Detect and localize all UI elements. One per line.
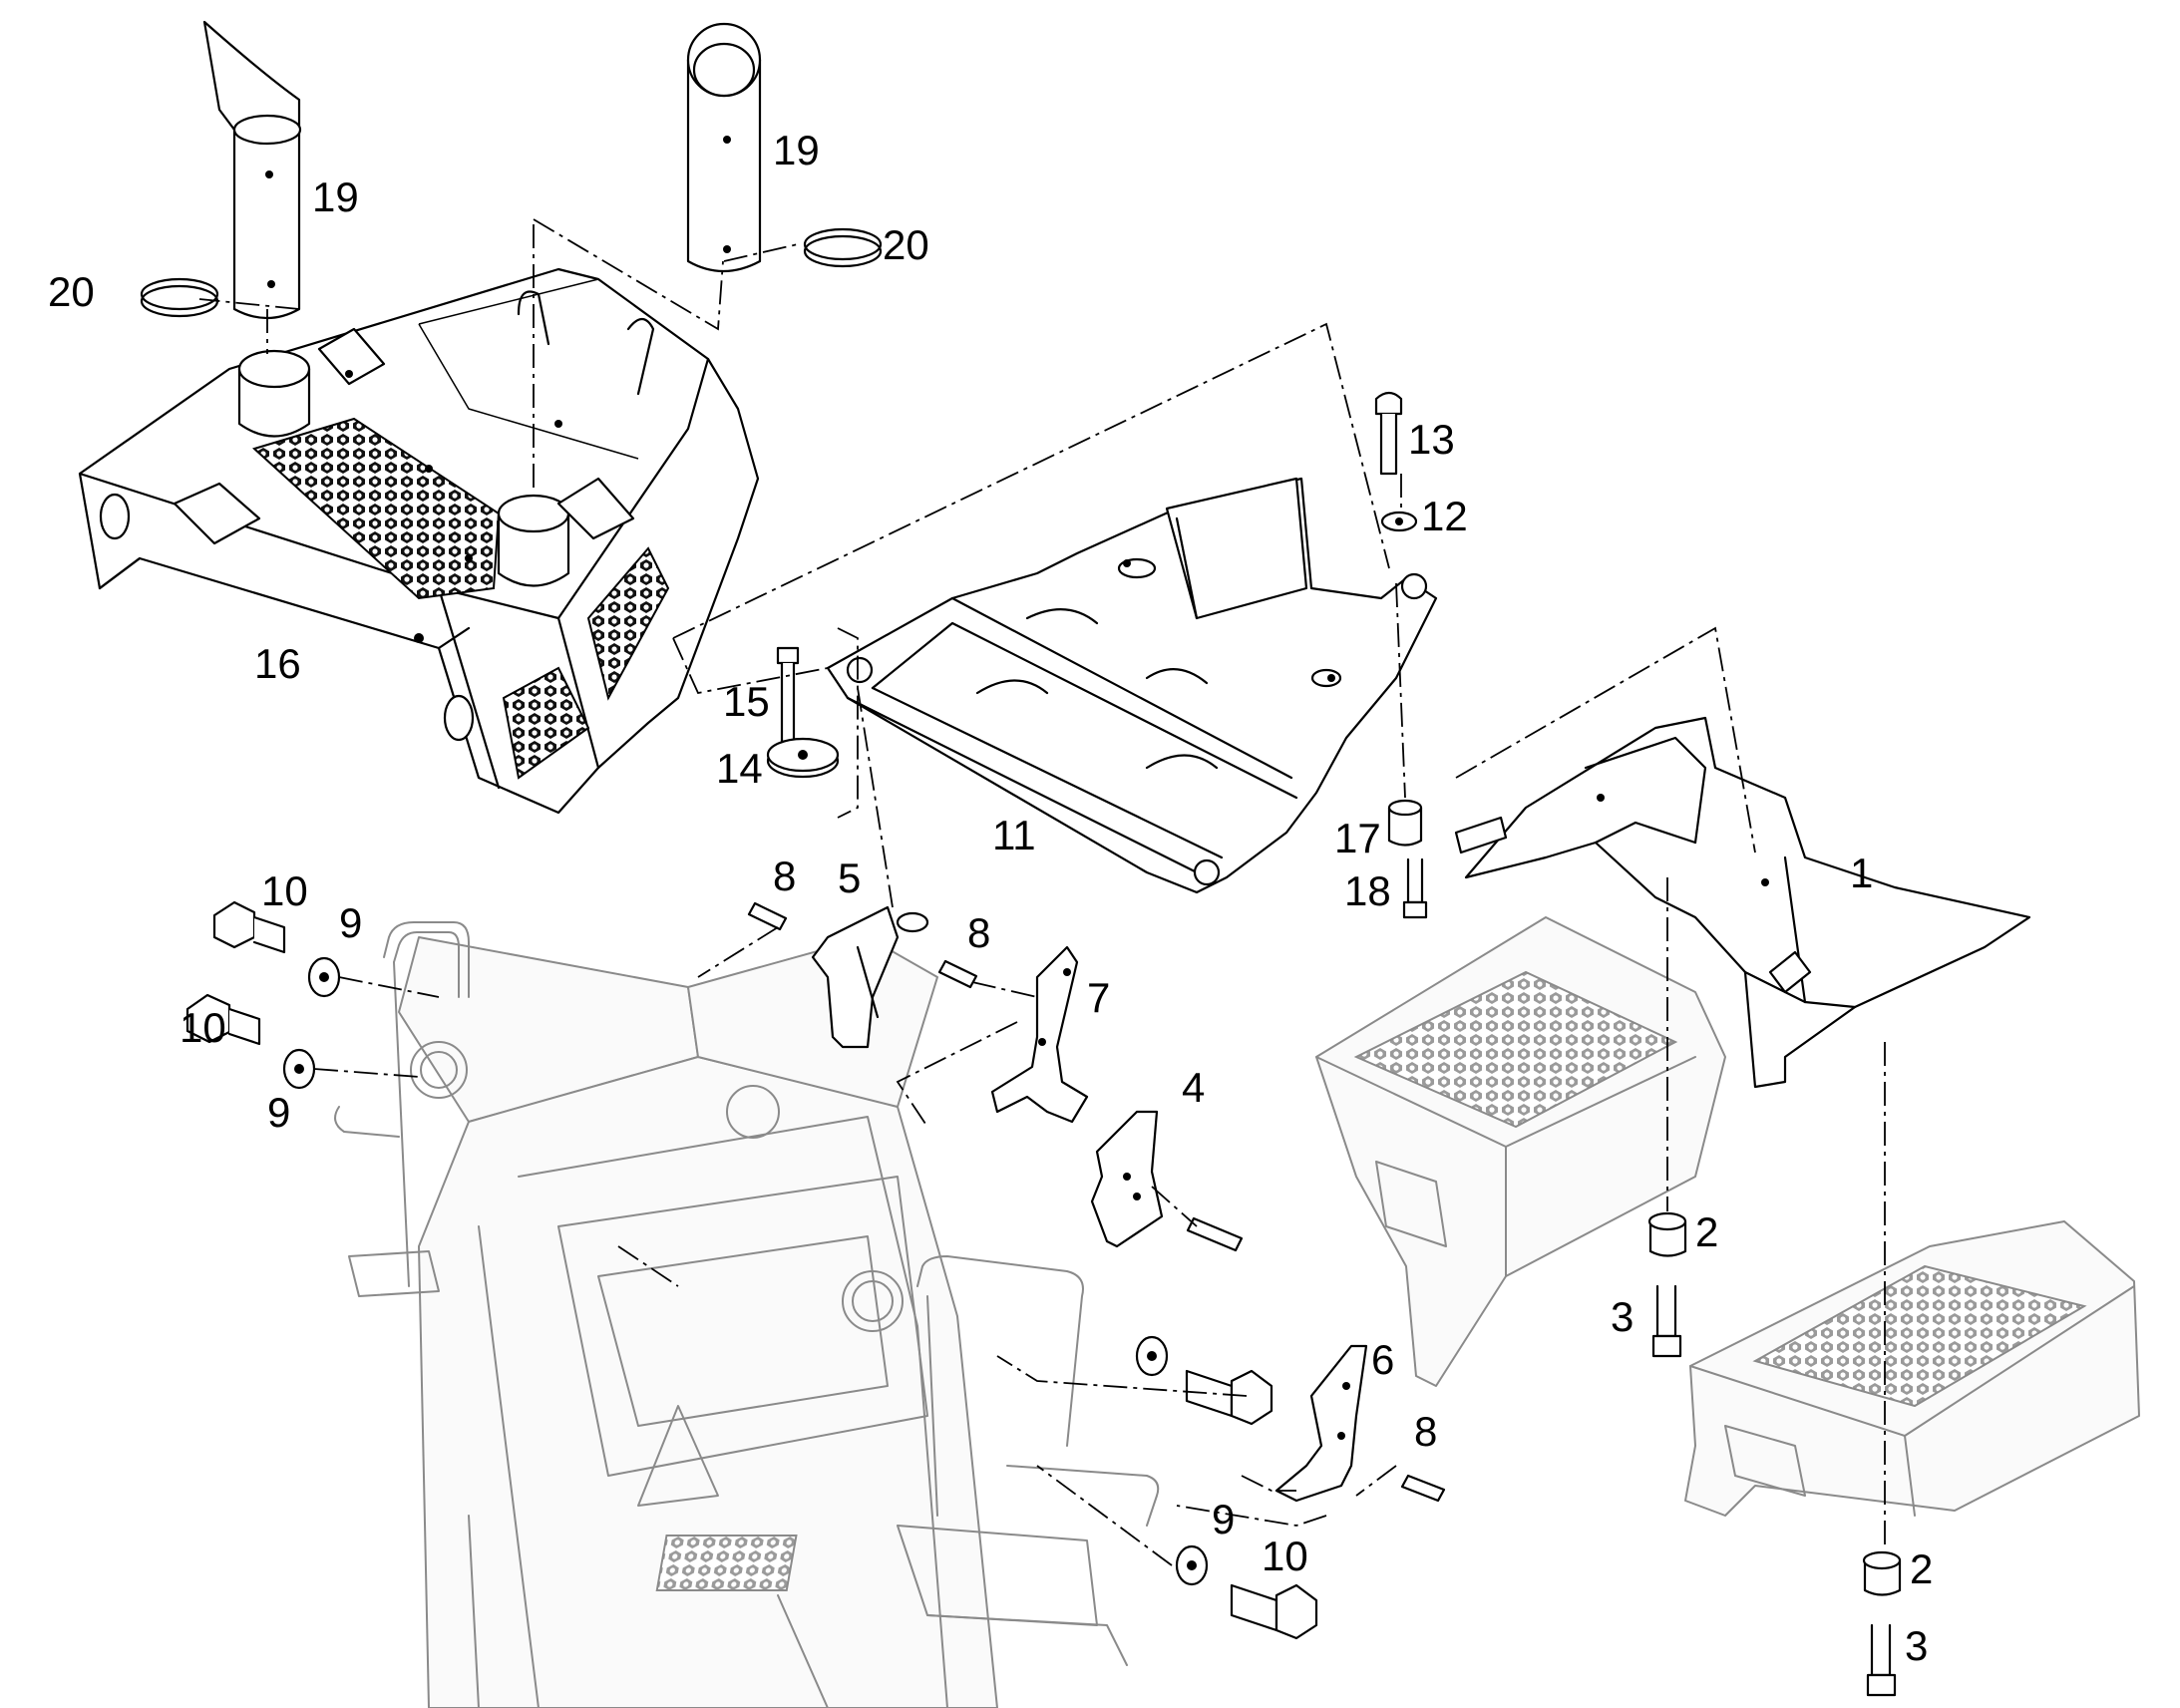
right-storage-box — [1684, 1220, 2140, 1517]
callout-15: 15 — [723, 678, 770, 725]
callout-5: 5 — [838, 854, 861, 901]
callout-16: 16 — [254, 640, 301, 687]
assembly-lines — [198, 218, 1886, 1566]
engine-hood-16 — [78, 267, 760, 815]
exhaust-clamp-20-left — [140, 277, 219, 318]
callout-10-lower: 10 — [1262, 1533, 1308, 1579]
pin-8-b — [937, 959, 978, 989]
bolt-10-upper — [212, 900, 286, 954]
callout-2-lower: 2 — [1910, 1545, 1933, 1592]
washer-9-middle — [282, 1048, 316, 1090]
exhaust-clamp-20-right — [803, 227, 883, 268]
callout-12: 12 — [1421, 493, 1468, 539]
pin-8-d — [1400, 1474, 1446, 1503]
bolt-3-lower — [1866, 1623, 1897, 1697]
callout-9-middle: 9 — [267, 1089, 290, 1136]
callout-11: 11 — [992, 812, 1036, 858]
washer-12 — [1380, 511, 1418, 532]
spacer-2-upper — [1647, 1211, 1687, 1257]
callout-19-left: 19 — [312, 173, 359, 220]
callout-4: 4 — [1182, 1064, 1205, 1111]
callout-8-a: 8 — [773, 853, 796, 899]
callout-2-upper: 2 — [1695, 1208, 1718, 1255]
callout-9-lower: 9 — [1212, 1496, 1235, 1542]
exhaust-stack-19-left — [202, 20, 302, 319]
callout-3-upper: 3 — [1611, 1293, 1634, 1340]
callout-20-left: 20 — [48, 268, 95, 315]
callout-7: 7 — [1087, 974, 1110, 1021]
callout-10-middle: 10 — [180, 1004, 226, 1051]
washer-9-lower — [1175, 1544, 1209, 1586]
callout-6: 6 — [1371, 1336, 1394, 1383]
bolt-10-right-upper — [1185, 1369, 1273, 1426]
side-bracket-1 — [1454, 716, 2031, 1089]
bolt-13 — [1374, 391, 1403, 476]
isolator-14 — [766, 737, 840, 779]
spacer-17 — [1387, 799, 1423, 847]
callout-3-lower: 3 — [1905, 1622, 1928, 1669]
support-frame-11 — [826, 477, 1438, 894]
callout-9-upper: 9 — [339, 899, 362, 946]
washer-9-right-upper — [1135, 1335, 1169, 1377]
callout-8-b: 8 — [967, 909, 990, 956]
callout-19-right: 19 — [773, 127, 820, 173]
callout-8-c: 8 — [1414, 1408, 1437, 1455]
spacer-2-lower — [1862, 1550, 1902, 1596]
exhaust-stack-19-right — [686, 22, 762, 272]
bracket-6 — [1274, 1344, 1368, 1503]
callout-1: 1 — [1850, 850, 1873, 896]
callout-17: 17 — [1334, 815, 1381, 861]
callout-18: 18 — [1344, 867, 1391, 914]
bracket-5 — [811, 905, 929, 1049]
pin-8-c — [1186, 1216, 1244, 1252]
bolt-18 — [1402, 857, 1428, 919]
callout-13: 13 — [1408, 416, 1455, 463]
bracket-4 — [1090, 1110, 1164, 1248]
pin-8-a — [747, 901, 788, 931]
washer-9-upper — [307, 956, 341, 998]
callout-14: 14 — [716, 745, 763, 792]
machine-frame — [334, 921, 1160, 1708]
bolt-10-middle — [185, 993, 261, 1046]
bracket-7 — [990, 945, 1089, 1124]
bolt-10-lower — [1230, 1583, 1318, 1640]
callout-20-right: 20 — [883, 221, 929, 268]
bolt-3-upper — [1651, 1284, 1682, 1358]
callout-labels: 1 2 2 3 3 4 5 6 7 8 8 8 9 9 9 10 10 10 1… — [48, 127, 1933, 1669]
left-storage-box — [1315, 916, 1726, 1387]
callout-10-upper: 10 — [261, 867, 308, 914]
bolt-15 — [776, 646, 800, 745]
